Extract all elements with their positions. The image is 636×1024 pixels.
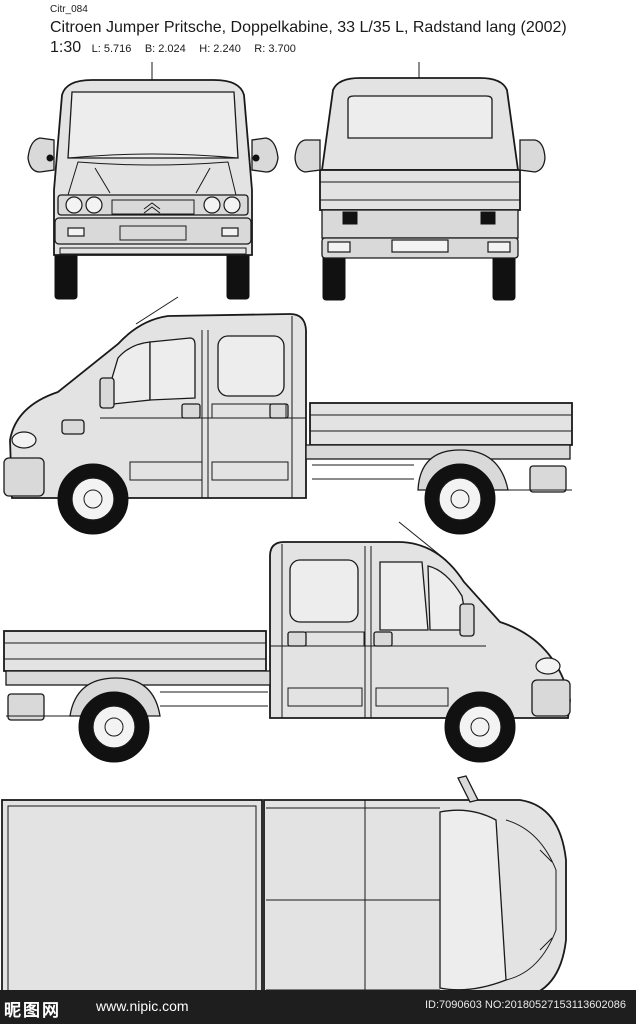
dimensions-line: 1:30 L: 5.716 B: 2.024 H: 2.240 R: 3.700 <box>50 39 305 57</box>
drawing-title: Citroen Jumper Pritsche, Doppelkabine, 3… <box>50 19 567 36</box>
dim-height: H: 2.240 <box>199 43 241 55</box>
scale-label: 1:30 <box>50 39 82 56</box>
front-view <box>27 62 279 300</box>
side-view-left <box>3 296 573 535</box>
watermark-bar <box>0 990 636 1024</box>
watermark-id: ID:7090603 NO:20180527153113602086 <box>424 999 626 1011</box>
dim-length: L: 5.716 <box>91 43 132 55</box>
side-view-right <box>3 521 571 763</box>
watermark-logo: 昵图网 <box>4 1001 61 1021</box>
watermark-url[interactable]: www.nipic.com <box>96 998 189 1014</box>
rear-view <box>294 62 546 301</box>
top-view <box>1 775 567 1024</box>
drawing-code: Citr_084 <box>50 4 88 15</box>
dim-wheelbase: R: 3.700 <box>254 43 296 55</box>
dim-width: B: 2.024 <box>144 43 186 55</box>
